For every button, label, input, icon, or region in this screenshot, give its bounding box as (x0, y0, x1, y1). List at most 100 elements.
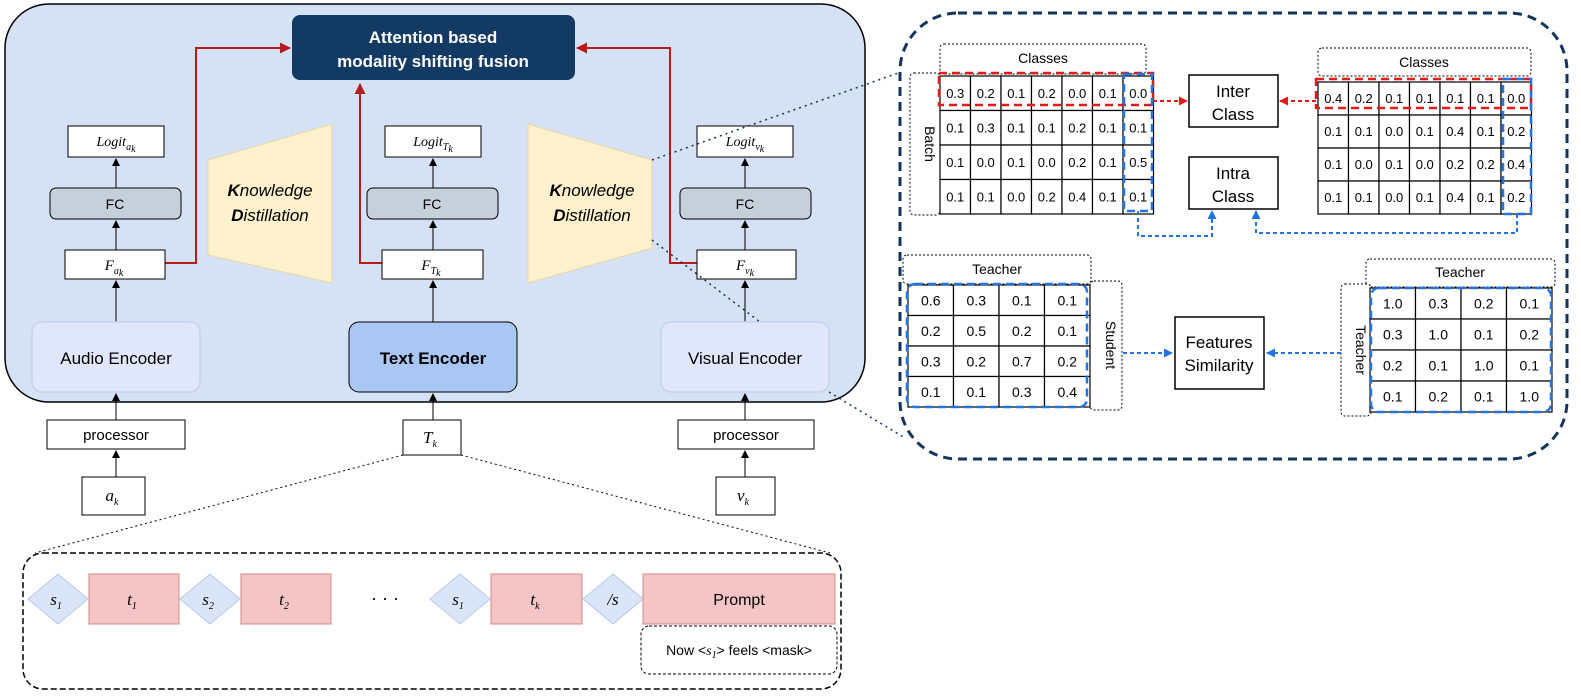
matrix-cell-value: 0.0 (1038, 155, 1056, 170)
token-ellipsis: · · · (371, 588, 399, 608)
matrix-cell-value: 0.3 (1012, 384, 1032, 400)
visual-logit-box: Logitvk (696, 125, 794, 158)
token-t1: t1 (88, 573, 180, 625)
audio-fc-box: FC (49, 187, 182, 220)
svg-text:Teacher: Teacher (972, 261, 1022, 277)
matrix-cell-value: 0.1 (1007, 86, 1025, 101)
svg-text:t1: t1 (127, 590, 137, 612)
matrix-cell-value: 0.1 (1474, 389, 1494, 405)
matrix-cell (969, 109, 1002, 146)
matrix-cell-value: 0.2 (1429, 389, 1449, 405)
matrix-cell-value: 0.1 (1383, 389, 1403, 405)
fusion-line2: modality shifting fusion (337, 52, 529, 71)
matrix-cell-value: 0.1 (1007, 155, 1025, 170)
matrix-cell-value: 0.0 (1355, 157, 1373, 172)
right-first-row-highlight (1314, 77, 1533, 110)
left-classes-header: Classes (939, 43, 1147, 75)
matrix-cell-value: 0.1 (1477, 91, 1495, 106)
matrix-cell-value: 0.1 (946, 120, 964, 135)
matrix-cell-value: 0.3 (946, 86, 964, 101)
matrix-cell (907, 375, 955, 408)
matrix-cell-value: 0.1 (1416, 124, 1434, 139)
inter-class-box: Inter Class (1188, 74, 1279, 128)
svg-text:Inter: Inter (1216, 82, 1250, 101)
matrix-cell (1378, 180, 1411, 215)
matrix-cell (952, 284, 1000, 317)
matrix-cell-value: 1.0 (1520, 389, 1540, 405)
matrix-cell-value: 0.2 (977, 86, 995, 101)
matrix-cell-value: 0.0 (1068, 86, 1086, 101)
svg-text:FC: FC (423, 196, 442, 212)
matrix-cell-value: 0.6 (921, 292, 941, 308)
token-end: /s (582, 573, 644, 625)
svg-text:Classes: Classes (1018, 50, 1068, 66)
matrix-cell (1378, 114, 1411, 149)
token-prompt: Prompt (642, 573, 836, 625)
matrix-cell-value: 0.1 (1012, 292, 1032, 308)
matrix-cell (1439, 147, 1472, 182)
matrix-cell-value: 0.2 (1520, 327, 1540, 343)
matrix-cell (1061, 178, 1094, 215)
matrix-cell (1469, 180, 1502, 215)
right-teacher-side: Teacher (1340, 283, 1372, 417)
matrix-cell (1091, 109, 1124, 146)
matrix-cell-value: 0.2 (1012, 323, 1032, 339)
svg-text:Intra: Intra (1216, 164, 1251, 183)
matrix-cell-value: 0.0 (977, 155, 995, 170)
matrix-cell-value: 0.0 (1416, 157, 1434, 172)
visual-input-box: vk (715, 476, 776, 516)
svg-text:Knowledge: Knowledge (549, 181, 634, 200)
audio-processor-box: processor (46, 419, 186, 450)
svg-text:Fak: Fak (104, 258, 124, 279)
svg-text:LogitTk: LogitTk (412, 135, 453, 155)
matrix-cell-value: 0.1 (1099, 120, 1117, 135)
zoom-line-prompt-right (460, 454, 831, 554)
matrix-cell-value: 0.1 (1324, 157, 1342, 172)
matrix-cell (998, 314, 1046, 347)
matrix-cell-value: 0.1 (1007, 120, 1025, 135)
matrix-cell-value: 0.1 (1520, 358, 1540, 374)
text-logit-box: LogitTk (384, 125, 482, 158)
text-to-fusion-arrow (354, 83, 382, 264)
text-feature-box: FTk (381, 249, 484, 280)
matrix-cell-value: 0.2 (1355, 91, 1373, 106)
matrix-cell-value: 0.2 (1383, 358, 1403, 374)
svg-text:Logitak: Logitak (95, 135, 136, 155)
right-teacher-header: Teacher (1365, 258, 1556, 288)
matrix-cell (1317, 81, 1350, 116)
matrix-cell-value: 0.1 (1477, 190, 1495, 205)
matrix-cell-value: 0.1 (1099, 86, 1117, 101)
features-similarity-box: Features Similarity (1174, 316, 1265, 390)
matrix-cell-value: 0.2 (1038, 86, 1056, 101)
matrix-cell-value: 0.0 (1385, 124, 1403, 139)
matrix-cell-value: 0.5 (1129, 155, 1147, 170)
matrix-cell-value: 0.4 (1446, 124, 1464, 139)
prompt-template-box: Now <s1> feels <mask> (640, 625, 838, 675)
visual-fc-box: FC (679, 187, 812, 220)
matrix-cell-value: 0.1 (946, 189, 964, 204)
matrix-cell-value: 0.2 (921, 323, 941, 339)
svg-text:Logitvk: Logitvk (725, 135, 765, 155)
matrix-cell-value: 0.1 (1099, 189, 1117, 204)
matrix-cell (1347, 81, 1380, 116)
matrix-cell-value: 0.3 (977, 120, 995, 135)
svg-text:Now <s1> feels <mask>: Now <s1> feels <mask> (666, 642, 812, 661)
svg-text:Classes: Classes (1399, 54, 1449, 70)
left-student-side: Student (1089, 280, 1123, 411)
matrix-cell (1043, 314, 1091, 347)
matrix-cell (1505, 349, 1553, 382)
audio-input-box: ak (81, 476, 146, 516)
matrix-cell (907, 345, 955, 378)
token-t2: t2 (240, 573, 332, 625)
svg-text:t2: t2 (279, 590, 289, 612)
matrix-cell-value: 0.1 (1355, 190, 1373, 205)
matrix-cell (1122, 178, 1155, 215)
visual-processor-box: processor (677, 419, 815, 450)
svg-text:Student: Student (1103, 321, 1119, 369)
svg-text:Distillation: Distillation (553, 206, 630, 225)
svg-text:Prompt: Prompt (713, 592, 765, 609)
right-classes-header: Classes (1317, 47, 1532, 77)
matrix-cell (907, 284, 955, 317)
svg-text:Features: Features (1185, 333, 1252, 352)
